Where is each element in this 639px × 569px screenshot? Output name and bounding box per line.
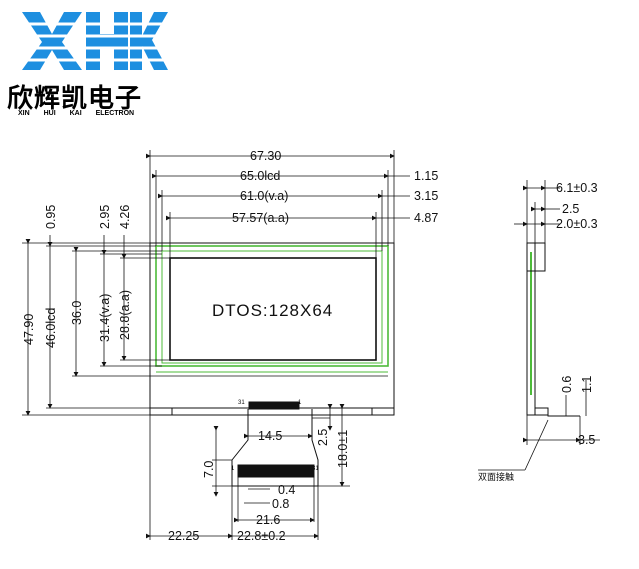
dim-side-6-1: 6.1±0.3 [556,181,598,195]
dim-left-offset: 22.25 [168,529,199,543]
logo-stripes [22,12,168,70]
dim-side-0-6: 0.6 [560,376,574,393]
dim-height-36: 36.0 [70,301,84,325]
side-backlight-top [526,242,546,272]
dim-offset-3: 4.87 [414,211,438,225]
dim-va-width: 61.0(v.a) [240,189,288,203]
pin-label-1b: 1 [231,466,235,472]
fpc-outline [231,409,319,486]
dim-fpc-top: 2.5 [316,429,330,446]
dim-total-width: 67.30 [250,149,281,163]
dim-fpc-7: 7.0 [202,461,216,478]
dim-side-3-5: 3.5 [578,433,595,447]
side-dimension-lines [478,180,600,471]
dim-offset-1: 1.15 [414,169,438,183]
dim-offset-2: 3.15 [414,189,438,203]
front-view [149,242,395,487]
dim-voffset-1: 0.95 [44,205,58,229]
logo-stripe-lines [18,22,168,62]
lcd-display-text: DTOS:128X64 [212,301,333,320]
dim-va-height: 31.4(v.a) [98,294,112,342]
pin-label-1: 1 [298,400,302,406]
dim-aa-height: 28.8(a.a) [118,290,132,340]
top-dimension-lines [146,150,410,258]
dim-side-1-1: 1.1 [580,376,594,393]
viewing-area [161,250,383,364]
dim-voffset-2: 2.95 [98,205,112,229]
left-dimension-lines [22,235,388,416]
dim-fpc-width: 14.5 [258,429,282,443]
dim-pitch-04: 0.4 [278,483,295,497]
brand-name-en: XIN HUI KAI ELECTRON [18,110,135,117]
brand-logo [18,12,168,70]
dim-side-2-0: 2.0±0.3 [556,217,598,231]
brand-name-cn: 欣辉凯电子 [7,84,143,114]
fpc-pins [237,464,315,478]
dim-total-height: 47.90 [22,314,36,345]
pin-label-31: 31 [238,400,245,406]
note-double-contact: 双面接触 [478,471,514,483]
pin-label-31b: 31 [312,466,319,472]
dim-lcd-height: 46.0lcd [44,308,58,348]
dim-pins-width: 21.6 [256,513,280,527]
dim-lcd-width: 65.0lcd [240,169,280,183]
dim-aa-width: 57.57(a.a) [232,211,289,225]
dim-fpc-tail: 22.8±0.2 [237,529,286,543]
side-view [526,242,580,417]
lcd-glass [155,245,389,367]
dim-fpc-length: 18.0±1 [336,430,350,468]
dim-pitch-08: 0.8 [272,497,289,511]
fpc-dimension-lines [146,404,350,540]
dim-voffset-3: 4.26 [118,205,132,229]
fpc-connector-top [248,401,300,410]
module-outline [149,242,395,416]
active-area [169,257,377,361]
dim-side-2-5: 2.5 [562,202,579,216]
